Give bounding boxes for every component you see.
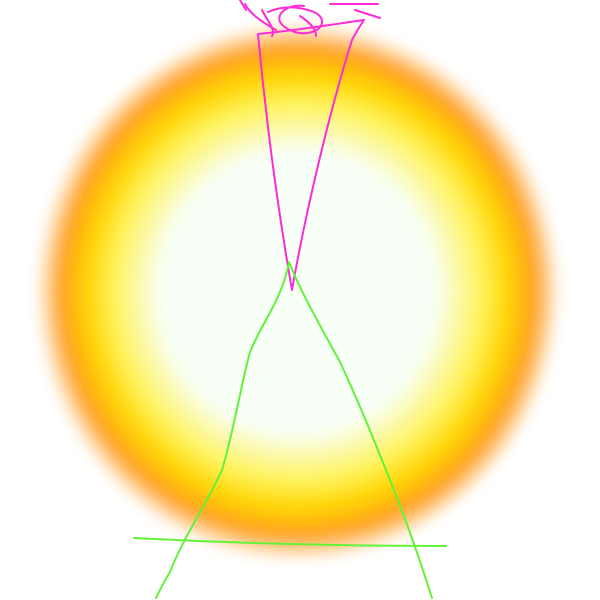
sun-glow	[35, 22, 561, 563]
green-base-line	[133, 537, 447, 547]
green-triangle	[155, 261, 433, 599]
magenta-cone	[257, 19, 365, 291]
